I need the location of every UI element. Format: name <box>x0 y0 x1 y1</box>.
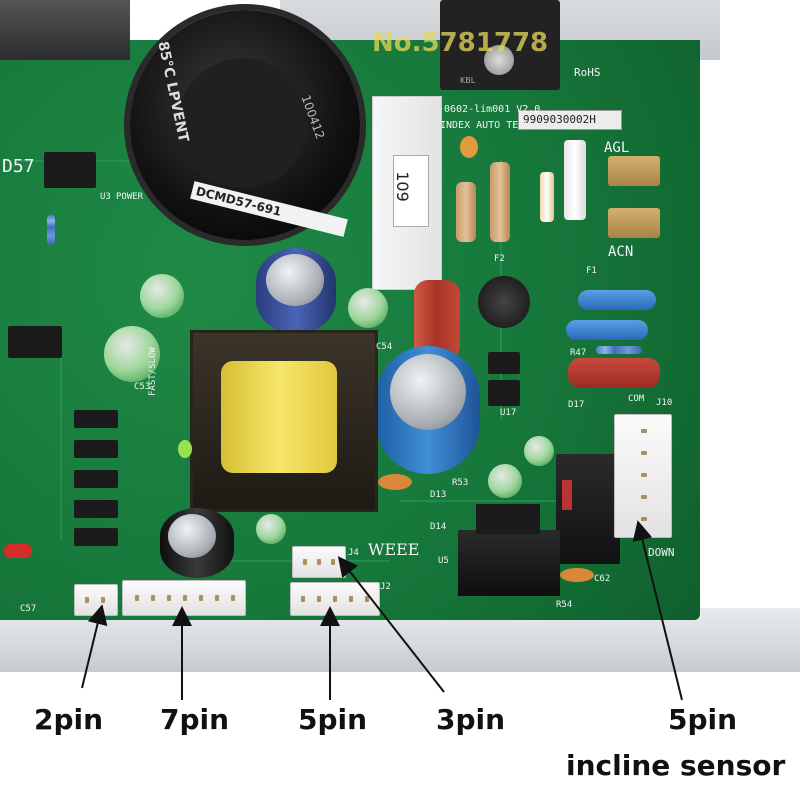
arrow-2pin <box>81 604 108 689</box>
silk-com: COM <box>628 394 645 404</box>
label-3pin: 3pin <box>436 703 506 736</box>
box-capacitor: 109 <box>372 96 442 290</box>
silk-r53: R53 <box>452 478 469 488</box>
top-bridge-rectifier: KBL <box>440 0 560 90</box>
bridge-screw <box>484 45 514 75</box>
label-5pin: 5pin <box>298 703 368 736</box>
small-black-capacitor <box>478 276 530 328</box>
blue-cap-2 <box>566 320 648 340</box>
silk-down: DOWN <box>648 546 675 559</box>
maker-text: INDEX AUTO TECH <box>440 120 531 131</box>
relay <box>556 454 620 564</box>
watermark-text: No.5781778 <box>372 28 549 58</box>
arrow-3pin <box>337 556 445 693</box>
orange-cap-3 <box>560 568 594 582</box>
label-2pin: 2pin <box>34 703 104 736</box>
blue-cap-1 <box>578 290 656 310</box>
blue-electrolytic-capacitor <box>376 346 480 474</box>
ic-array-4 <box>70 500 122 518</box>
top-left-component <box>0 0 130 60</box>
orange-cap-2 <box>378 474 412 490</box>
green-cap-2 <box>140 274 184 318</box>
green-cap-4 <box>488 464 522 498</box>
glass-fuse <box>564 140 586 220</box>
silk-d14: D14 <box>430 522 447 532</box>
large-black-capacitor: 85°C LPVENT 100412 DCMD57-691 <box>130 10 360 240</box>
ic-right-2 <box>484 352 524 374</box>
ic-array-3 <box>70 470 122 488</box>
silk-power: POWER <box>116 192 144 202</box>
transformer-coil <box>221 361 337 473</box>
power-resistor <box>456 182 476 242</box>
silk-c62: C62 <box>594 574 611 584</box>
silk-c54: C54 <box>376 342 393 352</box>
green-cap-6 <box>256 514 286 544</box>
silk-d13: D13 <box>430 490 447 500</box>
label-incline-sensor: incline sensor <box>566 749 786 782</box>
terminal-agl-label: AGL <box>604 140 630 156</box>
medium-capacitor <box>256 248 336 334</box>
silk-r47: R47 <box>570 348 587 358</box>
silk-c53: C53 <box>134 382 151 392</box>
green-cap-3 <box>348 288 388 328</box>
label-7pin: 7pin <box>160 703 230 736</box>
terminal-acn-label: ACN <box>608 244 634 260</box>
red-film-cap-right <box>568 358 660 388</box>
blue-cap-top <box>390 354 466 430</box>
terminal-acn <box>608 208 660 238</box>
ic-right-1 <box>484 380 524 406</box>
small-fuse <box>540 172 554 222</box>
rohs-mark: RoHS <box>574 66 601 79</box>
weee-mark: WEEE <box>368 540 420 559</box>
power-resistor-2 <box>490 162 510 242</box>
regulator-heatsink <box>458 504 560 596</box>
ic-chip-left <box>4 326 66 358</box>
terminal-agl <box>608 156 660 186</box>
ic-array-5 <box>70 528 122 546</box>
serial-label: 9909030002H <box>523 113 596 126</box>
silk-d17: D17 <box>568 400 585 410</box>
resistor-r47 <box>596 346 642 354</box>
silk-f1: F1 <box>586 266 597 276</box>
medium-cap-top <box>266 254 324 306</box>
silk-j4: J4 <box>348 548 359 558</box>
green-led <box>178 440 192 458</box>
silk-u3: U3 <box>100 192 111 202</box>
silk-j2: J2 <box>380 582 391 592</box>
model-text: 0602-lim001 V2.0 <box>444 104 541 115</box>
silk-c57: C57 <box>20 604 37 614</box>
red-led <box>4 544 32 558</box>
orange-cap <box>460 136 478 158</box>
silk-d57: D57 <box>2 156 35 177</box>
silk-u5: U5 <box>438 556 449 566</box>
connector-5pin-incline <box>614 414 672 538</box>
ic-chip-top-left <box>40 152 100 188</box>
silk-r54: R54 <box>556 600 573 610</box>
ic-array-1 <box>70 410 122 428</box>
black-cap-top <box>168 514 216 558</box>
bridge-label: KBL <box>460 76 476 85</box>
ic-array-2 <box>70 440 122 458</box>
green-cap-1 <box>104 326 160 382</box>
label-5pin-incline: 5pin <box>668 703 738 736</box>
silk-j10: J10 <box>656 398 673 408</box>
black-capacitor-bottom <box>160 508 234 578</box>
green-cap-5 <box>524 436 554 466</box>
silk-u17: U17 <box>500 408 517 418</box>
serial-sticker: 9909030002H <box>518 110 622 130</box>
silk-f2: F2 <box>494 254 505 264</box>
transformer <box>190 330 378 512</box>
arrow-5pin-incline <box>632 520 683 701</box>
